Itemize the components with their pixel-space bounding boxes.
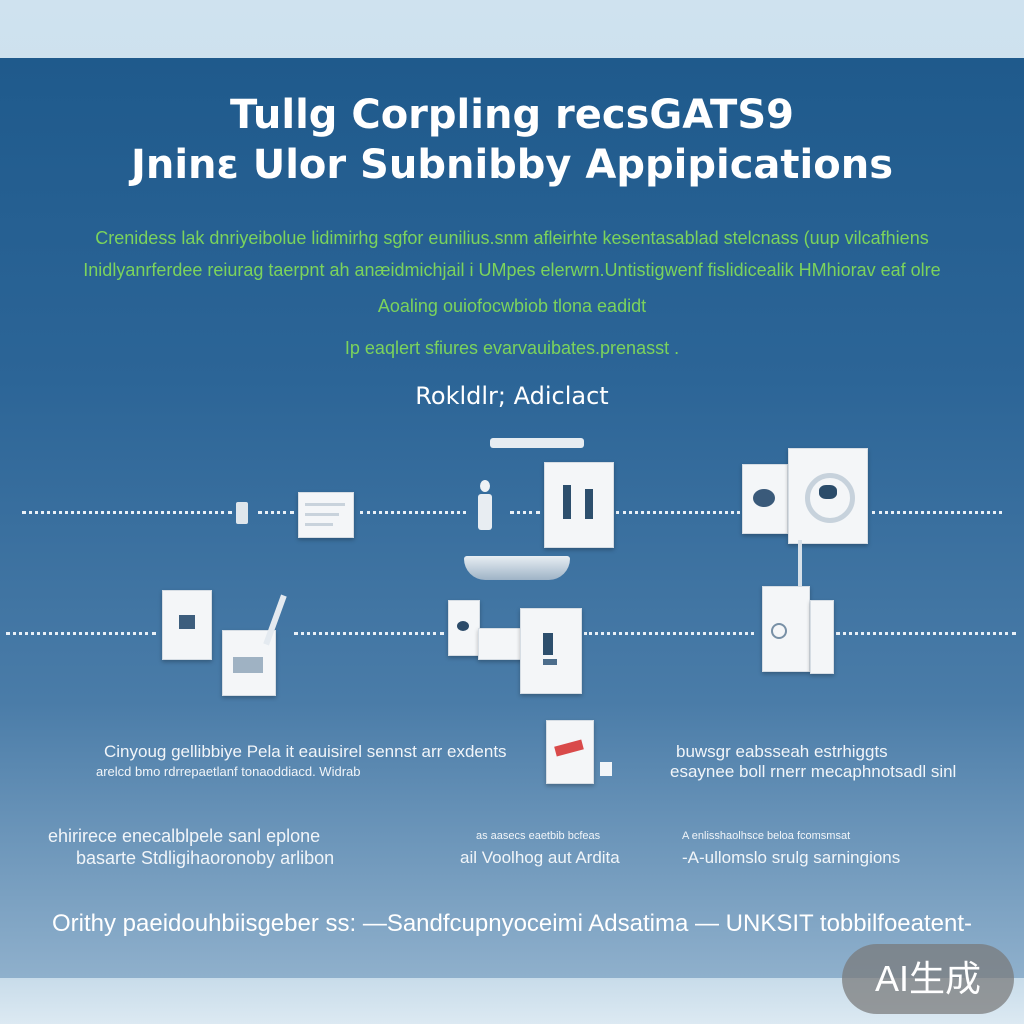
timeline-dotted-1d — [510, 511, 540, 514]
caption-low-mid-2: ail Voolhog aut Ardita — [460, 848, 620, 867]
robot-arm-icon — [476, 480, 494, 540]
document-card-icon — [298, 492, 354, 538]
caption-mid-right-1: buwsgr eabsseah estrhiggts — [676, 742, 888, 761]
ai-generated-badge: AI生成 — [842, 944, 1014, 1014]
footer-line: Orithy paeidouhbiisgeber ss: —Sandfcupny… — [51, 910, 973, 937]
timeline-dotted-2c — [584, 632, 754, 635]
timeline-dotted-2d — [836, 632, 1016, 635]
timeline-dotted-1e — [616, 511, 740, 514]
pipe-connector-icon — [478, 628, 524, 660]
timeline-dotted-1f — [872, 511, 1002, 514]
intro-line-3: Aoaling ouiofocwbiob tlona eadidt — [377, 296, 647, 316]
caption-mid-left-2: arelcd bmo rdrrepaetlanf tonaoddiacd. Wi… — [96, 764, 361, 779]
cabinet-icon — [162, 590, 212, 660]
timeline-dotted-1c — [360, 511, 466, 514]
caption-low-right-1: A enlisshaolhsce beloa fcomsmsat — [682, 830, 851, 842]
intro-line-4: Ip eaqlert sfiures evarvauibates.prenass… — [344, 338, 680, 358]
timeline-dotted-1b — [258, 511, 294, 514]
caption-low-left-1: ehirirece enecalblpele sanl eplone — [48, 826, 321, 846]
boat-icon — [464, 556, 570, 580]
caption-low-mid-1: as aasecs eaetbib bcfeas — [476, 830, 601, 842]
tall-panel-icon — [762, 586, 810, 672]
title-line-2: Jninɛ Ulor Subnibby Appipications — [130, 142, 893, 188]
caption-low-left-2: basarte Stdligihaoronoby arlibon — [76, 848, 335, 868]
timeline-dotted-1a — [22, 511, 232, 514]
section-heading: Rokldlr; Adiclact — [415, 382, 609, 410]
device-small-icon — [448, 600, 480, 656]
screen-display-icon — [788, 448, 868, 544]
caption-low-right-2: -A-ullomslo srulg sarningions — [682, 848, 901, 867]
server-unit-icon — [520, 608, 582, 694]
caption-mid-left-1: Cinyoug gellibbiye Pela it eauisirel sen… — [104, 742, 507, 761]
connector-icon — [236, 502, 248, 524]
panel-left-icon — [742, 464, 788, 534]
intro-line-2: Inidlyanrferdee reiurag taerpnt ah anæid… — [83, 260, 941, 280]
highlight-card-icon — [546, 720, 594, 784]
side-panel-icon — [810, 600, 834, 674]
machine-box-icon — [544, 462, 614, 548]
caption-mid-right-2: esaynee boll rnerr mecaphnotsadl sinl — [670, 762, 957, 781]
drone-icon — [490, 438, 584, 448]
intro-line-1: Crenidess lak dnriyeibolue lidimirhg sgf… — [95, 228, 929, 248]
pole-icon — [798, 540, 802, 586]
title-line-1: Tullg Corpling recsGATS9 — [230, 92, 794, 138]
small-tag-icon — [600, 762, 612, 776]
timeline-dotted-2a — [6, 632, 156, 635]
timeline-dotted-2b — [294, 632, 444, 635]
